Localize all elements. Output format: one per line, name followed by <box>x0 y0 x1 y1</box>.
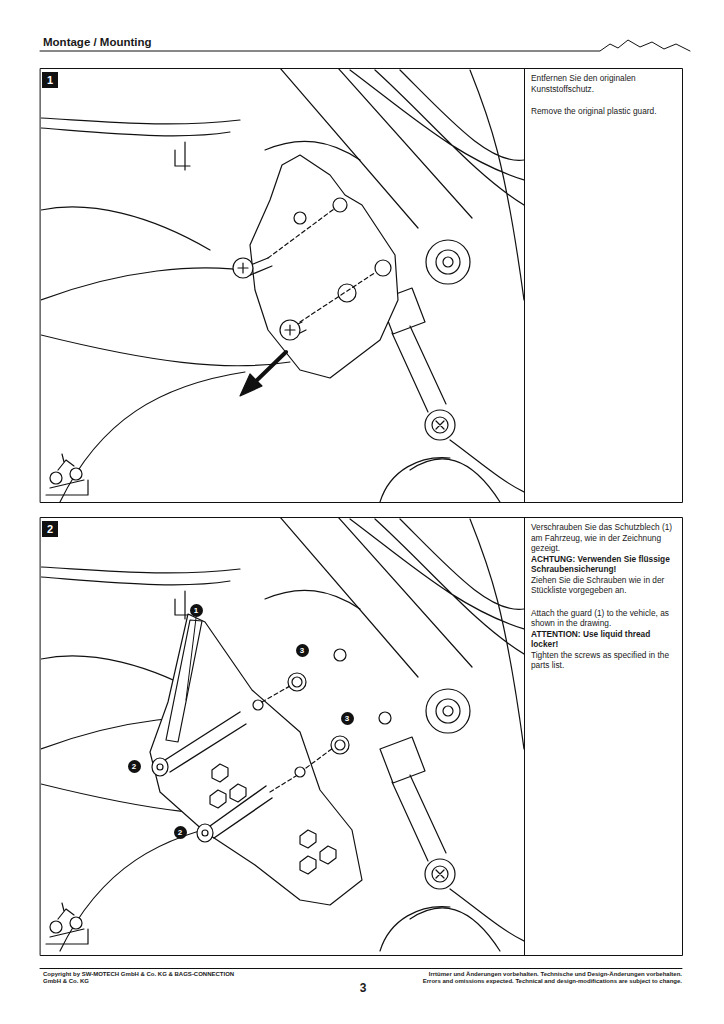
step1-drawing <box>375 260 391 276</box>
workshop-icon <box>50 472 62 484</box>
instruction-line: Entfernen Sie den originalen Kunststoffs… <box>531 73 679 94</box>
step1-drawing <box>41 69 524 502</box>
workshop-icon <box>50 921 62 933</box>
instruction-line: Verschrauben Sie das Schutzblech (1) am … <box>531 522 679 554</box>
instruction-line: Tighten the screws as specified in the p… <box>531 650 679 671</box>
instruction-text: Verschrauben Sie das Schutzblech (1) am … <box>531 522 679 671</box>
panel-frame <box>41 69 683 503</box>
step2-drawing <box>335 740 345 750</box>
number-text: 2 <box>47 523 53 535</box>
panel-frame <box>41 518 683 956</box>
step2-drawing <box>157 764 163 770</box>
workshop-icon <box>58 454 74 470</box>
step2-drawing <box>262 686 333 792</box>
step2-drawing <box>152 758 168 776</box>
step2-drawing <box>288 673 306 691</box>
step2-drawing <box>202 830 208 836</box>
step2-drawing <box>210 764 246 808</box>
number-text: 2 <box>132 762 136 771</box>
callout-number: 1 <box>190 604 203 617</box>
step1-drawing <box>240 374 262 396</box>
step1-drawing <box>238 263 248 273</box>
step2-drawing <box>186 618 196 700</box>
number-text: 3 <box>300 646 304 655</box>
step2-drawing <box>295 767 305 777</box>
workshop-icon <box>70 468 82 480</box>
step1-drawing <box>268 209 376 322</box>
step2-drawing <box>41 518 524 951</box>
step2-drawing <box>197 824 213 842</box>
number-text: 3 <box>345 714 349 723</box>
step2-drawing <box>253 700 263 710</box>
step1-drawing <box>294 212 306 224</box>
step-number: 2 <box>42 521 58 537</box>
step2-drawing <box>379 712 391 724</box>
page-number: 3 <box>355 981 371 995</box>
step1-drawing <box>233 258 253 278</box>
step1-drawing <box>285 325 295 335</box>
step2-drawing <box>41 518 524 951</box>
workshop-icon <box>46 454 88 944</box>
callout-number: 2 <box>128 760 141 773</box>
footer-rule <box>40 968 682 969</box>
workshop-icon <box>58 903 74 919</box>
step2-drawing <box>165 712 246 772</box>
instruction-line: ACHTUNG: Verwenden Sie flüssige Schraube… <box>531 554 679 575</box>
step1-drawing <box>280 320 300 340</box>
panel-frame <box>41 69 683 956</box>
number-text: 2 <box>178 828 182 837</box>
workshop-icon <box>70 917 82 929</box>
guard-plate <box>150 614 362 905</box>
step2-drawing <box>210 786 272 838</box>
instruction-text: Entfernen Sie den originalen Kunststoffs… <box>531 73 679 117</box>
instruction-line: ATTENTION: Use liquid thread locker! <box>531 629 679 650</box>
step2-drawing <box>300 830 336 874</box>
step2-drawing <box>166 620 202 742</box>
step2-drawing <box>292 677 302 687</box>
instruction-line: Ziehen Sie die Schrauben wie in der Stüc… <box>531 575 679 596</box>
step1-drawing <box>333 198 347 212</box>
page-title: Montage / Mounting <box>43 36 152 48</box>
instruction-line: Attach the guard (1) to the vehicle, as … <box>531 608 679 629</box>
copyright-note: Copyright by SW-MOTECH GmbH & Co. KG & B… <box>43 971 248 985</box>
disclaimer-note: Irrtümer und Änderungen vorbehalten. Tec… <box>429 971 682 978</box>
step-number: 1 <box>42 72 58 88</box>
panel-frame <box>524 69 525 503</box>
step1-drawing <box>255 352 286 382</box>
instruction-line: Remove the original plastic guard. <box>531 106 679 117</box>
step2-drawing <box>331 736 349 754</box>
panel-frame <box>524 518 525 956</box>
step2-drawing <box>334 649 346 661</box>
footer-rule <box>40 968 682 969</box>
step1-drawing <box>41 69 524 502</box>
step2-drawing <box>41 518 524 951</box>
number-text: 1 <box>194 606 198 615</box>
number-text: 1 <box>47 74 53 86</box>
callout-number: 3 <box>341 712 354 725</box>
callout-number: 3 <box>296 644 309 657</box>
disclaimer-note: Errors and omissions expected. Technical… <box>423 978 682 985</box>
callout-number: 2 <box>174 826 187 839</box>
